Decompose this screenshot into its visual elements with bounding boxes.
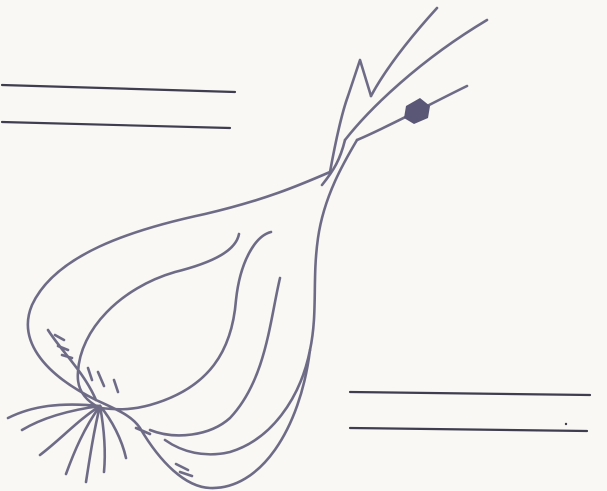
roots — [8, 405, 126, 483]
texture-mark-5 — [98, 372, 104, 386]
neck-right — [310, 140, 357, 350]
stray-dot — [565, 423, 567, 425]
texture-mark-9 — [180, 472, 192, 476]
bulb-outer-contour — [28, 172, 330, 488]
stem-dark-mark — [404, 98, 430, 124]
answer-line-top-left-1[interactable] — [2, 85, 235, 92]
texture-mark-2 — [58, 346, 68, 350]
texture-mark-1 — [55, 335, 64, 340]
answer-line-top-left-2[interactable] — [2, 122, 230, 128]
root-5 — [100, 406, 105, 472]
answer-line-bottom-right-1[interactable] — [350, 392, 590, 395]
clove-line-2 — [100, 232, 271, 409]
stem-leaf-tall — [371, 8, 437, 96]
texture-mark-3 — [62, 355, 72, 358]
texture-mark-6 — [114, 380, 118, 392]
clove-line-5 — [48, 330, 96, 400]
texture-mark-4 — [88, 368, 92, 380]
texture-mark-8 — [176, 464, 188, 470]
clove-line-4 — [165, 350, 310, 454]
clove-line-3 — [150, 278, 280, 435]
stem-inner-line — [322, 140, 345, 185]
answer-line-bottom-right-2[interactable] — [350, 428, 587, 431]
root-3 — [66, 406, 100, 474]
